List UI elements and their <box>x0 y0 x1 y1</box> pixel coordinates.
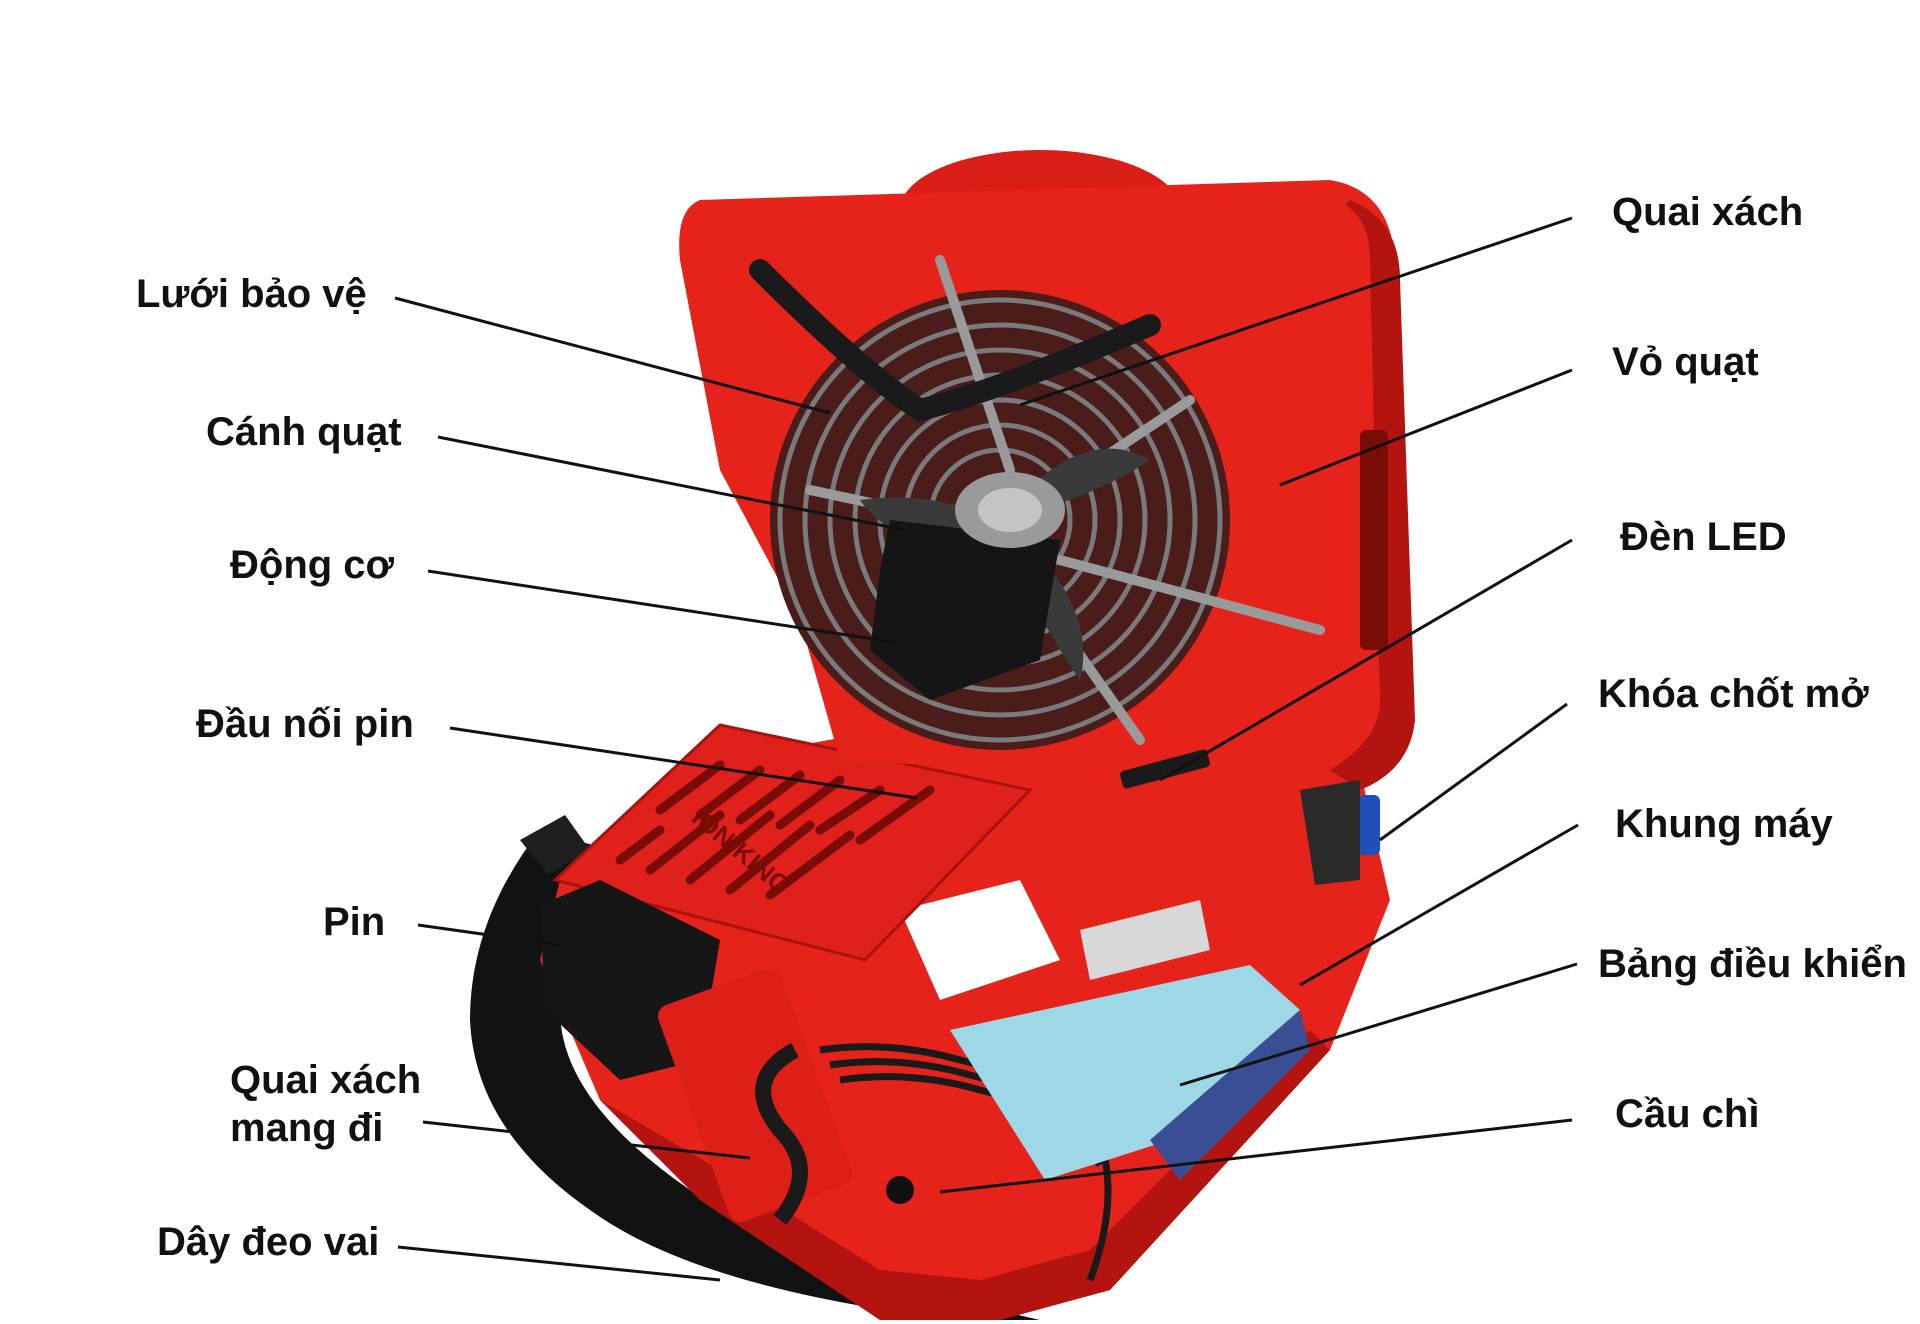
fuse <box>886 1176 914 1204</box>
motor <box>870 472 1065 700</box>
label-dong-co: Động cơ <box>230 543 394 587</box>
label-khung-may: Khung máy <box>1615 802 1833 846</box>
label-canh-quat: Cánh quạt <box>206 410 402 454</box>
label-den-led: Đèn LED <box>1620 515 1787 559</box>
label-bang-dieu-khien: Bảng điều khiển <box>1598 942 1907 986</box>
label-pin: Pin <box>323 900 386 944</box>
label-quai-xach-mang-di: Quai xách mang đi <box>230 1058 422 1150</box>
label-khoa-chot-mo: Khóa chốt mở <box>1598 672 1869 716</box>
label-cau-chi: Cầu chì <box>1615 1092 1760 1136</box>
label-vo-quat: Vỏ quạt <box>1612 340 1759 384</box>
control-panel <box>950 900 1310 1180</box>
label-luoi-bao-ve: Lưới bảo vệ <box>136 272 367 316</box>
carry-handle <box>749 259 1161 422</box>
label-day-deo-vai: Dây đeo vai <box>157 1220 380 1264</box>
shoulder-strap <box>470 815 1040 1320</box>
label-quai-xach: Quai xách <box>1612 190 1804 234</box>
leader-lines <box>394 216 1579 1282</box>
battery <box>540 880 853 1225</box>
battery-cover: ION KING <box>551 723 1033 962</box>
latch <box>1300 780 1380 885</box>
led-light <box>1120 749 1210 789</box>
label-dau-noi-pin: Đầu nối pin <box>196 702 414 746</box>
